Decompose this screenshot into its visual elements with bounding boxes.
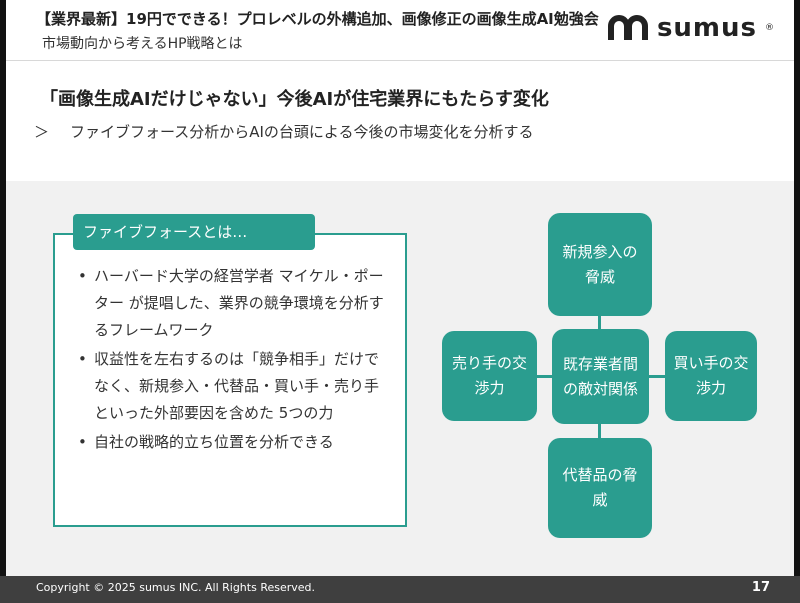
connector-top (598, 316, 601, 329)
sumus-logo-icon (607, 15, 648, 40)
connector-right (649, 375, 665, 378)
force-rivalry-label: 既存業者間の敵対関係 (562, 354, 638, 398)
logo-text: sumus (656, 13, 757, 43)
list-item: 収益性を左右するのは「競争相手」だけでなく、新規参入・代替品・買い手・売り手とい… (78, 346, 388, 427)
header-subtitle: 市場動向から考えるHP戦略とは (42, 36, 243, 52)
list-item: 自社の戦略的立ち位置を分析できる (78, 429, 388, 456)
logo-registered-mark: ® (765, 23, 774, 33)
section-heading: 「画像生成AIだけじゃない」今後AIが住宅業界にもたらす変化 (40, 89, 549, 110)
header: 【業界最新】19円でできる！プロレベルの外構追加、画像修正の画像生成AI勉強会 … (6, 0, 794, 61)
force-substitutes-label: 代替品の脅威 (562, 466, 638, 509)
force-substitutes: 代替品の脅威 (548, 438, 652, 538)
frame-right (794, 0, 800, 603)
lead-text: ファイブフォース分析からAIの台頭による今後の市場変化を分析する (70, 123, 534, 141)
force-buyers: 買い手の交渉力 (665, 331, 757, 421)
force-buyers-label: 買い手の交渉力 (673, 354, 749, 397)
connector-left (537, 375, 552, 378)
section-lead: ＞ ファイブフォース分析からAIの台頭による今後の市場変化を分析する (34, 121, 534, 142)
definition-tag: ファイブフォースとは… (73, 214, 315, 250)
force-new-entrants: 新規参入の脅威 (548, 213, 652, 316)
logo: sumus ® (605, 10, 774, 46)
content-area: ファイブフォースとは… ハーバード大学の経営学者 マイケル・ポーター が提唱した… (6, 181, 794, 576)
connector-bottom (598, 424, 601, 438)
force-suppliers-label: 売り手の交渉力 (451, 354, 527, 397)
force-rivalry: 既存業者間の敵対関係 (552, 329, 649, 424)
force-new-entrants-label: 新規参入の脅威 (562, 242, 638, 286)
footer: Copyright © 2025 sumus INC. All Rights R… (0, 576, 800, 603)
list-item: ハーバード大学の経営学者 マイケル・ポーター が提唱した、業界の競争環境を分析す… (78, 263, 388, 344)
force-suppliers: 売り手の交渉力 (442, 331, 537, 421)
section-header: 「画像生成AIだけじゃない」今後AIが住宅業界にもたらす変化 ＞ ファイブフォース… (6, 61, 794, 181)
page-number: 17 (751, 580, 770, 595)
frame-left (0, 0, 6, 603)
lead-marker: ＞ (34, 123, 50, 141)
header-title: 【業界最新】19円でできる！プロレベルの外構追加、画像修正の画像生成AI勉強会 (36, 10, 599, 28)
definition-bullets: ハーバード大学の経営学者 マイケル・ポーター が提唱した、業界の競争環境を分析す… (78, 263, 388, 458)
copyright: Copyright © 2025 sumus INC. All Rights R… (36, 581, 316, 594)
